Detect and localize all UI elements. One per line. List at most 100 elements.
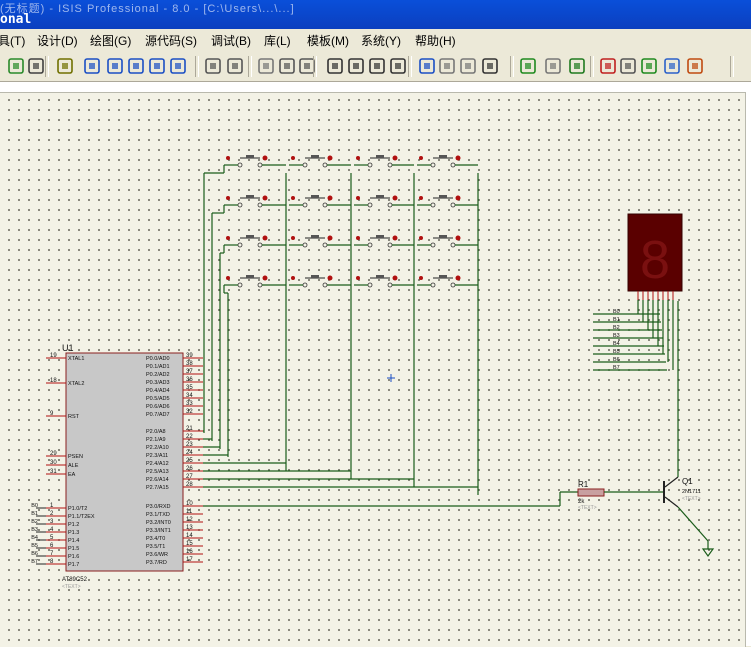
key-2-1-pin-left[interactable] (291, 236, 295, 240)
key-1-0-pin[interactable] (262, 195, 268, 201)
redo-icon[interactable] (226, 57, 244, 75)
menu-graph[interactable]: 绘图(G) (90, 34, 132, 48)
decompose-icon[interactable] (459, 57, 477, 75)
zoom-out-icon[interactable] (127, 57, 145, 75)
key-1-1-pin[interactable] (327, 195, 333, 201)
key-0-1-pin-left[interactable] (291, 156, 295, 160)
mcu-net-B4: B4 (31, 535, 38, 541)
zoom-in-icon[interactable] (106, 57, 124, 75)
key-3-1-pin-left[interactable] (291, 276, 295, 280)
transistor-emitter (664, 496, 679, 508)
key-3-3-pin[interactable] (455, 275, 461, 281)
key-2-2-pin[interactable] (392, 235, 398, 241)
key-3-2-pin[interactable] (392, 275, 398, 281)
mcu-pin-num-7: 7 (50, 551, 54, 557)
exit-parent-icon[interactable] (619, 57, 637, 75)
mcu-pin-name-5: P1.4 (68, 538, 79, 544)
wire-autorouter-icon[interactable] (481, 57, 499, 75)
refresh-icon[interactable] (7, 57, 25, 75)
make-device-icon[interactable] (438, 57, 456, 75)
key-2-1-contact-right (322, 242, 328, 248)
search-tag-icon[interactable] (519, 57, 537, 75)
key-3-2-pin-left[interactable] (356, 276, 360, 280)
display-bus-label-B6: B6 (613, 357, 620, 363)
key-0-0-pin[interactable] (262, 155, 268, 161)
key-0-2-pin-left[interactable] (356, 156, 360, 160)
key-2-1-contact-left (302, 242, 308, 248)
key-2-1-pin[interactable] (327, 235, 333, 241)
mcu-pin-num-29: 29 (50, 451, 57, 457)
key-2-0-pin[interactable] (262, 235, 268, 241)
pan-icon[interactable] (83, 57, 101, 75)
key-2-3-pin-left[interactable] (419, 236, 423, 240)
mcu-pin-name-18: XTAL2 (68, 381, 84, 387)
undo-icon[interactable] (204, 57, 222, 75)
key-0-1-contact-left (302, 162, 308, 168)
mcu-pin-name-12: P3.2/INT0 (146, 520, 171, 526)
key-2-0-contact-right (257, 242, 263, 248)
block-copy-icon[interactable] (326, 57, 344, 75)
mcu-pin-name-21: P2.0/A8 (146, 429, 166, 435)
key-0-2-pin[interactable] (392, 155, 398, 161)
toolbar-separator (590, 56, 594, 77)
key-3-0-pin-left[interactable] (226, 276, 230, 280)
paste-icon[interactable] (298, 57, 316, 75)
key-3-0-pin[interactable] (262, 275, 268, 281)
key-1-2-pin[interactable] (392, 195, 398, 201)
property-assign-icon[interactable] (544, 57, 562, 75)
mcu-pin-name-2: P1.1/T2EX (68, 514, 95, 520)
toolbar (0, 51, 751, 82)
zoom-area-icon[interactable] (169, 57, 187, 75)
key-3-3-pin-left[interactable] (419, 276, 423, 280)
copy-icon[interactable] (278, 57, 296, 75)
mcu-net-B0: B0 (31, 503, 38, 509)
key-0-3-pin-left[interactable] (419, 156, 423, 160)
mcu-pin-name-19: XTAL1 (68, 356, 84, 362)
menu-tools[interactable]: 具(T) (0, 34, 26, 48)
key-3-1-pin[interactable] (327, 275, 333, 281)
display-bus-label-B4: B4 (613, 341, 620, 347)
grid-icon[interactable] (27, 57, 45, 75)
key-2-2-pin-left[interactable] (356, 236, 360, 240)
netlist-ares-icon[interactable] (686, 57, 704, 75)
menu-debug[interactable]: 调试(B) (211, 34, 251, 48)
key-0-0-pin-left[interactable] (226, 156, 230, 160)
block-delete-icon[interactable] (389, 57, 407, 75)
key-2-3-pin[interactable] (455, 235, 461, 241)
key-3-2-contact-left (367, 282, 373, 288)
mcu-pin-name-11: P3.1/TXD (146, 512, 170, 518)
menu-template[interactable]: 模板(M) (307, 34, 349, 48)
zoom-all-icon[interactable] (148, 57, 166, 75)
mcu-pin-name-3: P1.2 (68, 522, 79, 528)
key-1-2-pin-left[interactable] (356, 196, 360, 200)
key-1-3-pin[interactable] (455, 195, 461, 201)
key-1-0-pin-left[interactable] (226, 196, 230, 200)
key-0-3-contact-right (450, 162, 456, 168)
toolbar-separator (730, 56, 734, 77)
bill-of-materials-icon[interactable] (640, 57, 658, 75)
key-0-3-pin[interactable] (455, 155, 461, 161)
key-0-1-pin[interactable] (327, 155, 333, 161)
cut-icon[interactable] (257, 57, 275, 75)
key-1-1-pin-left[interactable] (291, 196, 295, 200)
block-rotate-icon[interactable] (368, 57, 386, 75)
menu-design[interactable]: 设计(D) (37, 34, 78, 48)
key-1-3-pin-left[interactable] (419, 196, 423, 200)
remove-sheet-icon[interactable] (599, 57, 617, 75)
menu-library[interactable]: 库(L) (264, 34, 291, 48)
new-sheet-icon[interactable] (568, 57, 586, 75)
mcu-pin-name-25: P2.4/A12 (146, 461, 169, 467)
key-1-2-cap (376, 195, 384, 198)
resistor-body[interactable] (577, 488, 605, 497)
origin-icon[interactable] (56, 57, 74, 75)
menu-help[interactable]: 帮助(H) (415, 34, 456, 48)
menu-source[interactable]: 源代码(S) (145, 34, 197, 48)
electrical-rule-check-icon[interactable] (663, 57, 681, 75)
block-move-icon[interactable] (347, 57, 365, 75)
menu-system[interactable]: 系统(Y) (361, 34, 401, 48)
pick-device-icon[interactable] (418, 57, 436, 75)
toolbar-separator (45, 56, 49, 77)
key-2-0-pin-left[interactable] (226, 236, 230, 240)
